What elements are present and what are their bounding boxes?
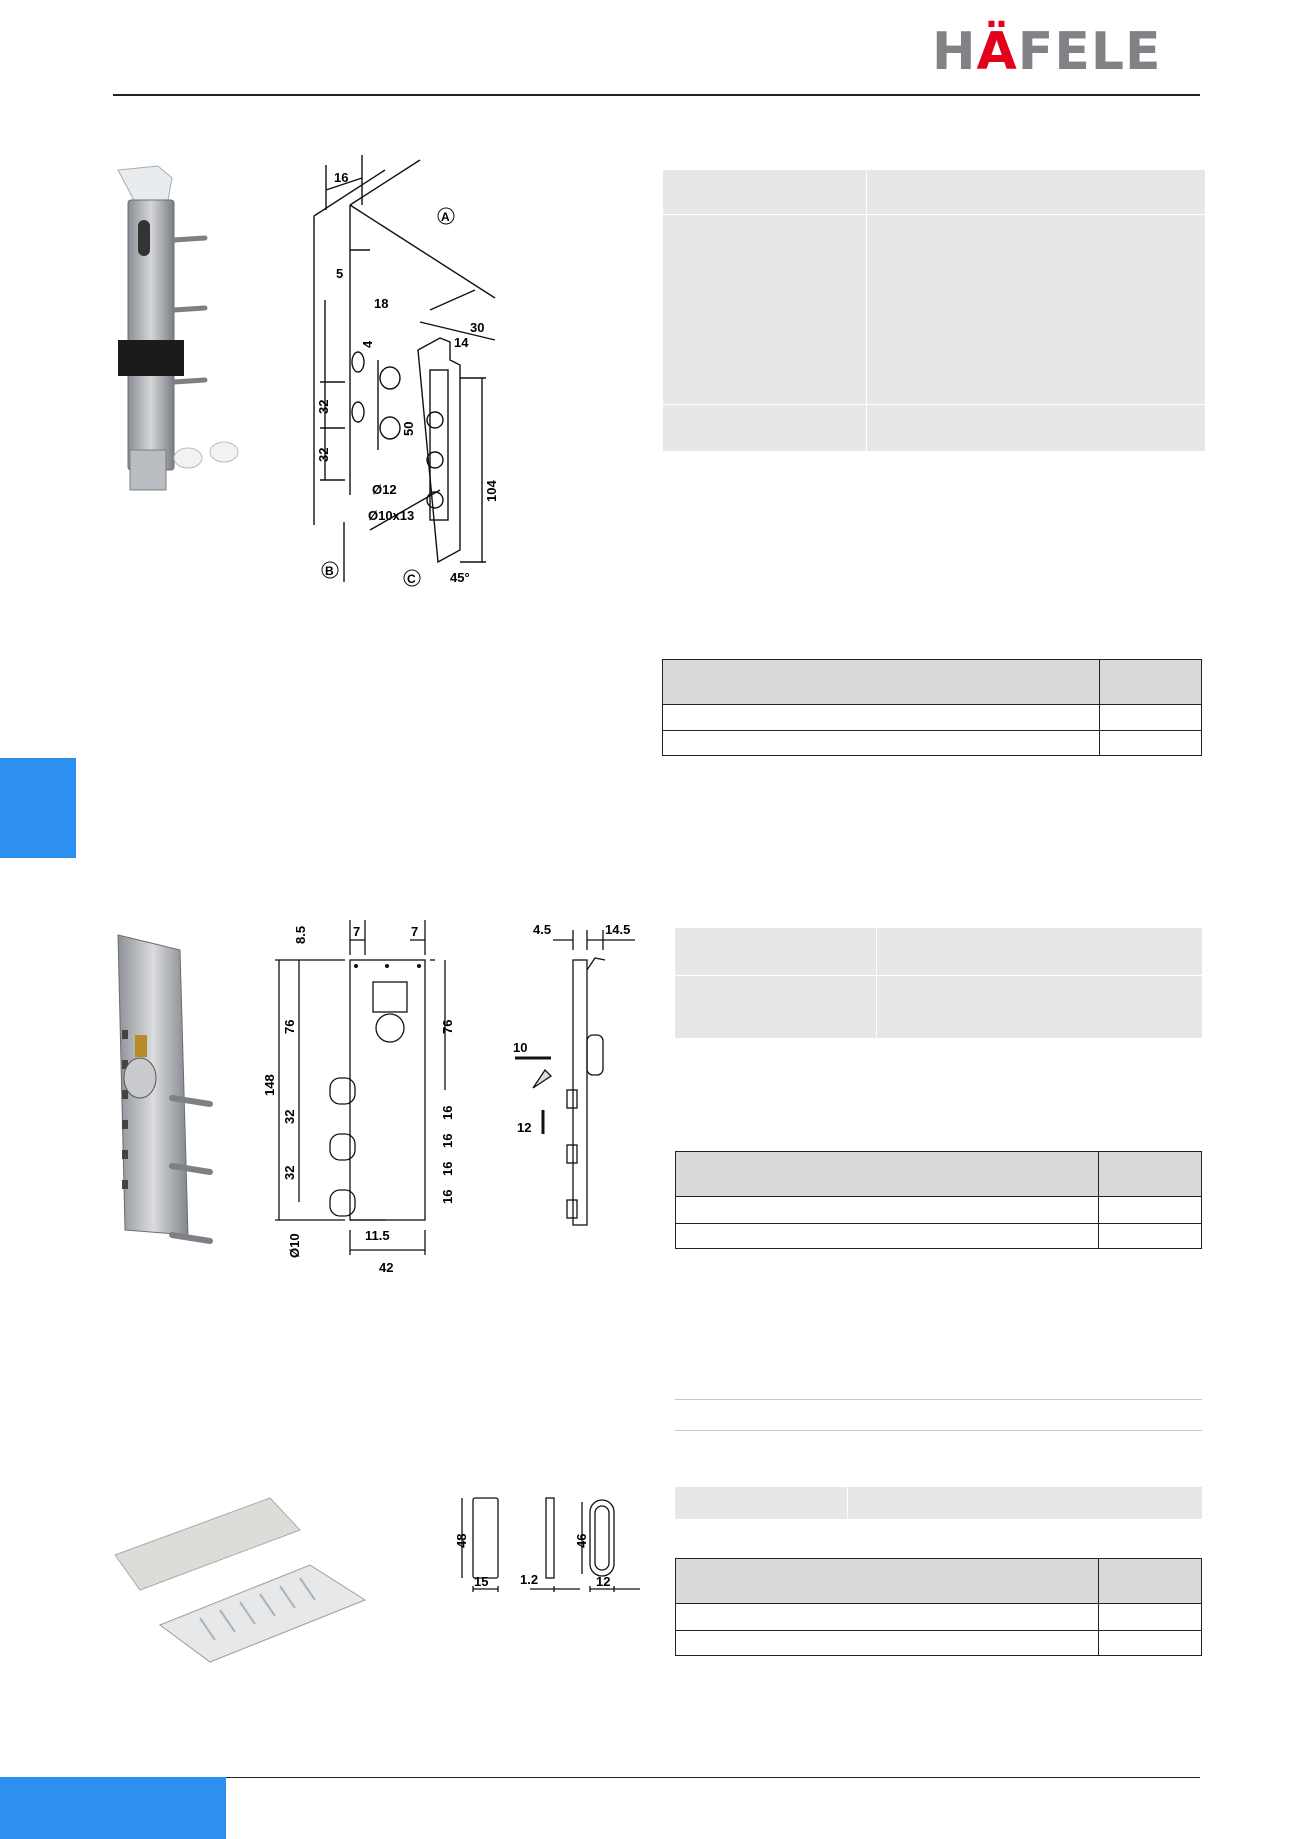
product1-drawing: 16 A 5 18 30 14 4 32 50 32 Ø12 104 Ø10x1… <box>313 155 499 587</box>
spec-row-divider <box>675 975 1202 976</box>
p2-dim-32a: 32 <box>282 1110 297 1124</box>
p2-dim-76b: 76 <box>440 1020 455 1034</box>
spec-col-divider <box>675 1487 848 1519</box>
footer-color-block <box>0 1777 226 1839</box>
product3-drawing: 48 15 1.2 46 12 <box>454 1497 640 1592</box>
p2-dim-76a: 76 <box>282 1020 297 1034</box>
footer-rule <box>226 1777 1200 1778</box>
p1-dim-dia12: Ø12 <box>372 482 397 497</box>
p1-dim-dia10x13: Ø10x13 <box>368 508 414 523</box>
p1-dim-32a: 32 <box>316 400 331 414</box>
product3-spec-block <box>675 1487 1202 1519</box>
p1-dim-104: 104 <box>484 480 499 502</box>
p2-dim-7b: 7 <box>411 924 418 939</box>
section-divider <box>675 1430 1202 1431</box>
p2-dim-32b: 32 <box>282 1166 297 1180</box>
p1-mark-b: B <box>325 564 334 578</box>
p1-dim-50: 50 <box>401 422 416 436</box>
spec-row-divider <box>663 214 1205 215</box>
table-row-divider <box>676 1223 1201 1224</box>
p2-dim-12: 12 <box>517 1120 531 1135</box>
p2-dim-42: 42 <box>379 1260 393 1275</box>
table-header <box>676 1559 1201 1604</box>
p1-dim-30: 30 <box>470 320 484 335</box>
table-header <box>676 1152 1201 1197</box>
p2-dim-16c: 16 <box>440 1162 455 1176</box>
p2-dim-dia10: Ø10 <box>287 1233 302 1258</box>
spec-col-divider <box>675 928 877 1038</box>
product2-order-table <box>675 1151 1202 1249</box>
p3-dim-46: 46 <box>574 1534 589 1548</box>
p1-dim-16: 16 <box>334 170 348 185</box>
table-row-divider <box>663 730 1201 731</box>
p2-dim-7a: 7 <box>353 924 360 939</box>
p3-dim-1-2: 1.2 <box>520 1572 538 1587</box>
spec-col-divider <box>663 170 867 451</box>
p1-dim-14: 14 <box>454 335 469 350</box>
p2-dim-11-5: 11.5 <box>365 1228 390 1243</box>
p3-dim-12: 12 <box>596 1574 610 1589</box>
section-tab-marker <box>0 758 76 858</box>
p2-dim-16a: 16 <box>440 1106 455 1120</box>
product1-order-table <box>662 659 1202 756</box>
p1-dim-18: 18 <box>374 296 388 311</box>
table-header <box>663 660 1201 705</box>
product2-front-drawing: 8.5 7 7 76 76 148 32 16 16 16 32 16 Ø10 … <box>262 920 455 1275</box>
product1-photo <box>117 165 239 491</box>
p2-dim-10: 10 <box>513 1040 527 1055</box>
product2-photo <box>117 934 213 1244</box>
p1-dim-45deg: 45° <box>450 570 470 585</box>
p1-dim-5: 5 <box>336 266 343 281</box>
p3-dim-15: 15 <box>474 1574 488 1589</box>
section-divider <box>675 1399 1202 1400</box>
p1-dim-4: 4 <box>360 340 375 348</box>
spec-row-divider <box>663 404 1205 405</box>
product3-photo <box>114 1497 367 1663</box>
table-row-divider <box>676 1630 1201 1631</box>
p2-dim-16b: 16 <box>440 1134 455 1148</box>
p2-dim-148: 148 <box>262 1074 277 1096</box>
p2-dim-8-5: 8.5 <box>293 926 308 944</box>
p2-dim-4-5: 4.5 <box>533 922 551 937</box>
logo-text: HÄFELE <box>932 22 1162 82</box>
hafele-logo: HÄFELE <box>932 26 1162 78</box>
p1-dim-32b: 32 <box>316 448 331 462</box>
p2-dim-16d: 16 <box>440 1190 455 1204</box>
p1-mark-a: A <box>441 210 450 224</box>
p1-mark-c: C <box>407 572 416 586</box>
product2-side-drawing: 4.5 14.5 10 12 <box>513 922 635 1226</box>
header-rule <box>113 94 1200 96</box>
p3-dim-48: 48 <box>454 1534 469 1548</box>
table-col-divider <box>1099 660 1100 755</box>
product3-order-table <box>675 1558 1202 1656</box>
product2-spec-block <box>675 928 1202 1038</box>
table-col-divider <box>1098 1559 1099 1655</box>
p2-dim-14-5: 14.5 <box>605 922 630 937</box>
product1-spec-block <box>663 170 1205 451</box>
table-col-divider <box>1098 1152 1099 1248</box>
